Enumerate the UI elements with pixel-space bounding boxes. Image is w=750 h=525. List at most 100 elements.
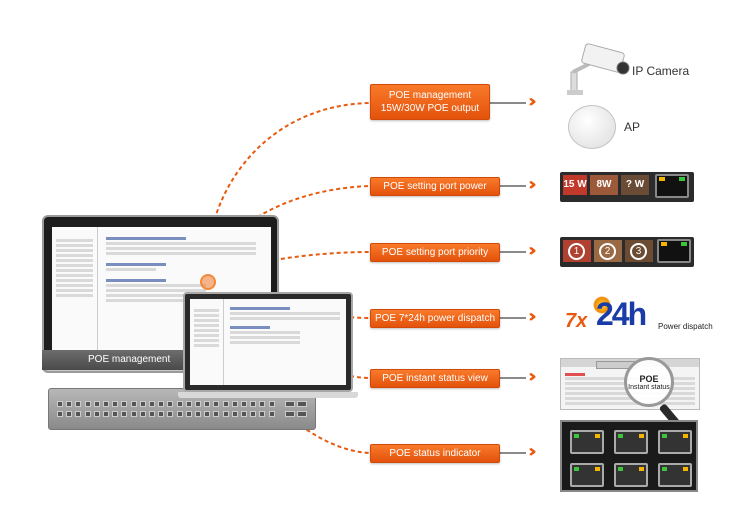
sfp-port-icon xyxy=(297,401,307,407)
connection-hub-icon xyxy=(200,274,216,290)
switch-port-icon xyxy=(149,411,155,417)
port-led-icon xyxy=(574,467,579,471)
port-led-icon xyxy=(639,467,644,471)
switch-port-icon xyxy=(231,401,238,407)
port-led-icon xyxy=(662,467,667,471)
chevron-right-icon: ›› xyxy=(528,441,537,462)
port-led-icon xyxy=(659,177,665,181)
sfp-port-icon xyxy=(285,401,295,407)
switch-port-icon xyxy=(57,401,63,407)
port-led-icon xyxy=(683,434,688,438)
switch-port-icon xyxy=(213,401,220,407)
port-led-icon xyxy=(683,467,688,471)
switch-port-icon xyxy=(121,411,128,417)
callout-line1: POE status indicator xyxy=(389,448,481,459)
switch-port-icon xyxy=(176,411,183,417)
switch-port-icon xyxy=(93,401,100,407)
connector-management xyxy=(206,102,371,283)
ethernet-port-icon xyxy=(570,463,604,487)
callout-power-dispatch: POE 7*24h power dispatch xyxy=(370,309,500,328)
switch-port-icon xyxy=(75,411,82,417)
callout-line1: POE setting port power xyxy=(383,181,487,192)
switch-port-icon xyxy=(204,401,211,407)
dispatch-big: 24h xyxy=(596,296,647,332)
ap-label: AP xyxy=(624,120,641,134)
switch-port-icon xyxy=(139,401,146,407)
callout-status-indicator: POE status indicator xyxy=(370,444,500,463)
chevron-right-icon: ›› xyxy=(528,366,537,387)
priority-badge-2: 2 xyxy=(599,243,616,260)
ethernet-port-icon xyxy=(658,430,692,454)
port-led-icon xyxy=(574,434,579,438)
ethernet-port-icon xyxy=(614,430,648,454)
switch-port-icon xyxy=(57,411,63,417)
port-led-icon xyxy=(595,467,600,471)
power-port-3: ? W xyxy=(621,175,649,195)
switch-port-icon xyxy=(66,411,73,417)
switch-port-icon xyxy=(213,411,220,417)
switch-port-icon xyxy=(112,411,119,417)
switch-port-icon xyxy=(222,401,229,407)
switch-port-icon xyxy=(112,401,119,407)
magnifier-line1: POE xyxy=(639,373,659,384)
callout-port-power: POE setting port power xyxy=(370,177,500,196)
switch-port-icon xyxy=(93,411,100,417)
switch-port-icon xyxy=(158,411,165,417)
switch-port-icon xyxy=(103,411,109,417)
switch-port-icon xyxy=(130,401,137,407)
switch-port-icon xyxy=(185,401,192,407)
callout-line2: 15W/30W POE output xyxy=(380,103,480,114)
switch-port-icon xyxy=(158,401,165,407)
switch-port-icon xyxy=(259,401,266,407)
port-led-icon xyxy=(618,434,623,438)
port-led-icon xyxy=(661,242,667,246)
power-port-2: 8W xyxy=(590,175,618,195)
laptop-base xyxy=(178,392,358,398)
priority-badge-3: 3 xyxy=(630,243,647,260)
dispatch-prefix: 7x xyxy=(565,310,588,332)
switch-port-icon xyxy=(167,401,174,407)
chevron-right-icon: ›› xyxy=(528,174,537,195)
chevron-right-icon: ›› xyxy=(528,240,537,261)
callout-line1: POE setting port priority xyxy=(381,247,489,258)
switch-port-icon xyxy=(149,401,155,407)
switch-port-icon xyxy=(176,401,183,407)
power-port-1: 15 W xyxy=(563,175,587,195)
ip-camera-icon xyxy=(567,43,630,95)
magnifier-line2: Instant status xyxy=(628,383,670,391)
status-indicator-panel xyxy=(560,420,698,492)
port-led-icon xyxy=(662,434,667,438)
access-point-icon xyxy=(568,105,616,149)
switch-port-icon xyxy=(250,411,257,417)
port-led-icon xyxy=(639,434,644,438)
switch-port-icon xyxy=(103,401,109,407)
callout-line1: POE 7*24h power dispatch xyxy=(374,313,496,324)
callout-line1: POE instant status view xyxy=(382,373,488,384)
sfp-port-icon xyxy=(285,411,295,417)
switch-port-icon xyxy=(250,401,257,407)
switch-port-icon xyxy=(185,411,192,417)
switch-port-icon xyxy=(84,401,91,407)
port-led-icon xyxy=(618,467,623,471)
switch-port-icon xyxy=(195,411,201,417)
switch-port-icon xyxy=(130,411,137,417)
switch-port-icon xyxy=(231,411,238,417)
ethernet-port-icon xyxy=(658,463,692,487)
ethernet-port-icon xyxy=(614,463,648,487)
callout-poe-management: POE management 15W/30W POE output xyxy=(370,84,490,120)
laptop xyxy=(183,292,353,392)
switch-port-icon xyxy=(204,411,211,417)
callout-line1: POE management xyxy=(388,90,472,101)
switch-port-icon xyxy=(268,401,275,407)
port-led-icon xyxy=(681,242,687,246)
switch-port-icon xyxy=(121,401,128,407)
ethernet-port-icon xyxy=(657,239,691,263)
switch-port-icon xyxy=(268,411,275,417)
switch-port-icon xyxy=(75,401,82,407)
switch-port-icon xyxy=(167,411,174,417)
laptop-screen xyxy=(190,299,346,385)
port-led-icon xyxy=(679,177,685,181)
switch-port-icon xyxy=(241,411,247,417)
dispatch-suffix: Power dispatch xyxy=(658,322,713,331)
sunburst-icon xyxy=(593,296,611,314)
